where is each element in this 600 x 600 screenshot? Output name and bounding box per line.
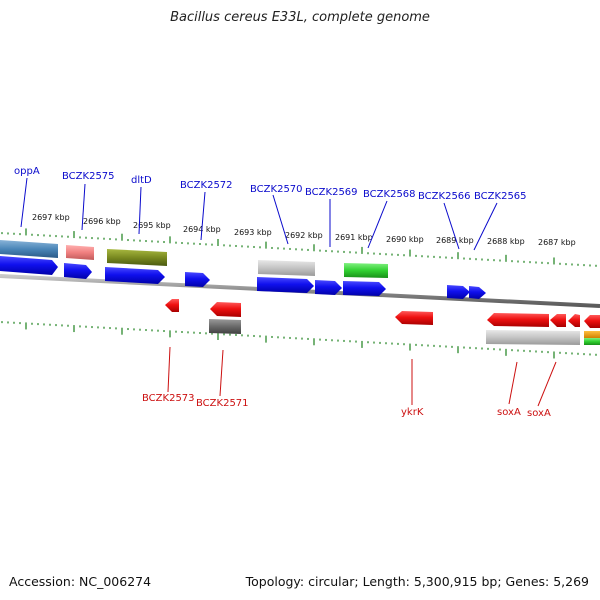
- gene-arrow-reverse[interactable]: [395, 311, 433, 325]
- callout-line: [138, 186, 142, 235]
- gene-label[interactable]: BCZK2565: [474, 191, 527, 202]
- map-title: Bacillus cereus E33L, complete genome: [170, 10, 430, 25]
- gene-arrow-forward[interactable]: [447, 285, 470, 299]
- kbp-label: 2695 kbp: [133, 221, 171, 230]
- callout-line: [200, 191, 206, 241]
- gene-labels-bottom: BCZK2573 BCZK2571 ykrK soxA soxA: [142, 393, 551, 419]
- gene-feature-bczk2568[interactable]: [344, 263, 388, 278]
- gene-arrow-reverse[interactable]: [550, 314, 566, 327]
- gene-label[interactable]: BCZK2569: [305, 187, 358, 198]
- gene-arrow-forward[interactable]: [64, 263, 92, 279]
- topology-text: Topology: circular; Length: 5,300,915 bp…: [245, 574, 589, 589]
- callout-line: [537, 361, 557, 407]
- callout-line: [367, 200, 388, 249]
- callout-lines-top: [20, 177, 498, 251]
- gene-arrow-forward[interactable]: [0, 256, 58, 275]
- gene-label[interactable]: BCZK2573: [142, 393, 195, 404]
- gene-arrow-reverse[interactable]: [210, 302, 241, 317]
- kbp-label: 2692 kbp: [285, 231, 323, 240]
- gene-arrow-forward[interactable]: [185, 272, 210, 287]
- gene-feature-bczk2575[interactable]: [66, 245, 94, 260]
- gene-arrow-reverse[interactable]: [165, 299, 179, 312]
- callout-line: [508, 361, 518, 405]
- accession-text: Accession: NC_006274: [9, 574, 152, 589]
- gene-label[interactable]: soxA: [527, 408, 551, 419]
- gene-feature-dltd[interactable]: [107, 249, 167, 266]
- gene-arrow-reverse[interactable]: [487, 313, 549, 327]
- gene-arrow-forward[interactable]: [105, 267, 165, 284]
- callout-line: [167, 346, 171, 393]
- gene-label[interactable]: BCZK2568: [363, 189, 416, 200]
- feature-track-top-outer: [0, 240, 388, 278]
- gene-label[interactable]: dltD: [131, 175, 152, 186]
- kbp-label: 2696 kbp: [83, 217, 121, 226]
- gene-label[interactable]: BCZK2570: [250, 184, 303, 195]
- callout-line: [443, 202, 460, 250]
- kbp-label: 2693 kbp: [234, 228, 272, 237]
- gene-label[interactable]: BCZK2566: [418, 191, 471, 202]
- gene-arrow-forward[interactable]: [469, 286, 486, 299]
- feature-track-bottom-outer: [209, 319, 600, 345]
- callout-lines-bottom: [167, 346, 557, 407]
- gene-labels-top: oppA BCZK2575 dltD BCZK2572 BCZK2570 BCZ…: [14, 166, 527, 202]
- gene-arrow-reverse[interactable]: [584, 315, 600, 328]
- kbp-label: 2697 kbp: [32, 213, 70, 222]
- gene-feature-oppA[interactable]: [0, 240, 58, 258]
- kbp-label: 2688 kbp: [487, 237, 525, 246]
- gene-label[interactable]: oppA: [14, 166, 40, 177]
- gene-label[interactable]: BCZK2571: [196, 398, 249, 409]
- callout-line: [219, 349, 224, 397]
- kbp-label: 2691 kbp: [335, 233, 373, 242]
- feature-track-bottom-inner: [165, 299, 600, 328]
- gene-feature-small[interactable]: [584, 331, 600, 338]
- gene-label[interactable]: BCZK2575: [62, 171, 115, 182]
- feature-track-top-inner: [0, 256, 486, 299]
- callout-line: [20, 177, 28, 228]
- callout-line: [81, 183, 86, 231]
- gene-arrow-reverse[interactable]: [568, 314, 580, 327]
- kbp-label: 2689 kbp: [436, 236, 474, 245]
- gene-label[interactable]: ykrK: [401, 407, 424, 418]
- kbp-label: 2687 kbp: [538, 238, 576, 247]
- gene-label[interactable]: BCZK2572: [180, 180, 233, 191]
- gene-label[interactable]: soxA: [497, 407, 521, 418]
- kbp-labels: 2697 kbp 2696 kbp 2695 kbp 2694 kbp 2693…: [32, 213, 576, 247]
- gene-arrow-forward[interactable]: [315, 280, 342, 295]
- callout-line: [272, 194, 289, 245]
- kbp-tick-row-top: [1, 228, 597, 267]
- gene-arrow-forward[interactable]: [257, 277, 314, 293]
- gene-arrow-forward[interactable]: [343, 281, 386, 296]
- gene-feature-soxa[interactable]: [486, 330, 580, 345]
- gene-feature-bczk2570[interactable]: [258, 260, 315, 276]
- kbp-label: 2690 kbp: [386, 235, 424, 244]
- gene-feature-bczk2571[interactable]: [209, 319, 241, 334]
- callout-line: [473, 202, 498, 251]
- gene-feature-small[interactable]: [584, 338, 600, 345]
